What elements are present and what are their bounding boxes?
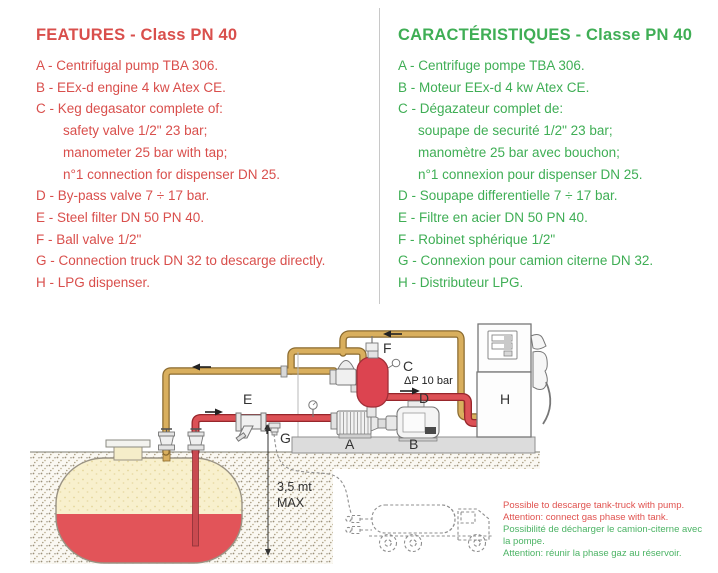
label-pump: A — [345, 436, 355, 452]
truck-wheel — [467, 533, 487, 553]
flow-arrows — [192, 330, 420, 416]
right-arrow-icon — [215, 408, 223, 416]
label-filter: E — [243, 391, 252, 407]
inlet-gauge — [308, 400, 318, 417]
unloading-notes: Possible to descarge tank-truck with pum… — [503, 500, 702, 560]
label-motor: B — [409, 436, 418, 452]
feature-item: A - Centrifugal pump TBA 306. — [36, 58, 219, 73]
feature-subitem: manomètre 25 bar avec bouchon; — [418, 144, 620, 160]
label-depth-max: MAX — [277, 496, 305, 510]
feature-subitem: n°1 connection for dispenser DN 25. — [63, 166, 281, 182]
feature-subitem: safety valve 1/2" 23 bar; — [63, 123, 208, 139]
feature-item: G - Connection truck DN 32 to descarge d… — [36, 253, 326, 269]
note-line: Possibilité de décharger le camion-citer… — [503, 523, 703, 535]
label-depth: 3,5 mt — [277, 480, 312, 494]
liquid-pipe — [191, 393, 484, 456]
safety-valve — [365, 336, 379, 352]
left-arrow-icon — [192, 363, 200, 371]
motor-vent — [425, 427, 436, 434]
tank-valve-gas — [158, 428, 175, 451]
feature-item: H - Distributeur LPG. — [398, 275, 524, 291]
label-safety-valve: F — [383, 340, 392, 356]
degasator-vessel — [350, 336, 401, 418]
features-column-fr: CARACTÉRISTIQUES - Classe PN 40 A - Cent… — [398, 26, 714, 294]
note-line: Attention: connect gas phase with tank. — [503, 511, 669, 523]
features-column-en: FEATURES - Class PN 40 A - Centrifugal p… — [36, 26, 374, 294]
truck-unloading-hose — [273, 433, 352, 514]
features-title-en: FEATURES - Class PN 40 — [36, 26, 238, 44]
pump-coupling — [377, 418, 387, 429]
gas-phase-pipe — [162, 330, 480, 462]
centrifugal-pump — [330, 410, 398, 439]
feature-subitem: soupape de securité 1/2" 23 bar; — [418, 123, 613, 139]
label-manometer: C — [403, 358, 413, 374]
feature-item: E - Steel filter DN 50 PN 40. — [36, 209, 205, 225]
right-arrow-icon — [412, 387, 420, 395]
feature-item: G - Connexion pour camion citerne DN 32. — [398, 253, 654, 269]
left-arrow-icon — [383, 330, 391, 338]
label-dispenser: H — [500, 391, 510, 407]
feature-subitem: n°1 connexion pour dispenser DN 25. — [418, 166, 643, 182]
feature-item: B - EEx-d engine 4 kw Atex CE. — [36, 79, 226, 95]
vessel-manometer — [387, 358, 401, 369]
features-title-fr: CARACTÉRISTIQUES - Classe PN 40 — [398, 26, 693, 44]
manhole-neck — [113, 445, 143, 461]
feature-item: C - Dégazateur complet de: — [398, 101, 564, 117]
tank-valve-liquid — [187, 428, 205, 451]
dispenser-hose — [542, 381, 552, 425]
label-delta-p: ΔP 10 bar — [404, 375, 453, 387]
feature-item: D - Soupape differentielle 7 ÷ 17 bar. — [398, 188, 618, 204]
truck-rear-fittings — [345, 514, 372, 535]
feature-item: A - Centrifuge pompe TBA 306. — [398, 58, 585, 73]
feature-item: C - Keg degasator complete of: — [36, 101, 223, 117]
feature-subitem: manometer 25 bar with tap; — [63, 144, 228, 160]
feature-item: H - LPG dispenser. — [36, 275, 151, 291]
tank-liquid — [56, 514, 242, 563]
feature-item: F - Ball valve 1/2" — [36, 231, 142, 247]
tank-truck — [345, 504, 492, 553]
lpg-dispenser — [476, 323, 552, 438]
feature-item: F - Robinet sphérique 1/2" — [398, 231, 556, 247]
feature-item: E - Filtre en acier DN 50 PN 40. — [398, 209, 588, 225]
column-divider — [379, 8, 380, 304]
diagram-labels: E G F C D A B H ΔP 10 bar 3,5 mt MAX — [243, 340, 510, 510]
feature-item: B - Moteur EEx-d 4 kw Atex CE. — [398, 79, 590, 95]
label-bypass: D — [419, 390, 429, 406]
truck-wheel — [378, 533, 398, 553]
note-line: la pompe. — [503, 535, 545, 547]
depth-dimension — [265, 424, 271, 556]
label-truck-connection: G — [280, 430, 291, 446]
note-line: Attention: réunir la phase gaz au réserv… — [503, 547, 682, 559]
note-line: Possible to descarge tank-truck with pum… — [503, 500, 685, 511]
steel-filter — [235, 412, 267, 442]
manhole-cover — [105, 439, 151, 448]
motor — [396, 400, 440, 442]
pipe-union — [280, 365, 288, 378]
truck-wheel — [403, 533, 423, 553]
truck-cab — [457, 508, 490, 541]
feature-item: D - By-pass valve 7 ÷ 17 bar. — [36, 188, 210, 204]
dispenser-nozzle — [530, 334, 552, 425]
tank-dip-tube — [192, 449, 199, 547]
